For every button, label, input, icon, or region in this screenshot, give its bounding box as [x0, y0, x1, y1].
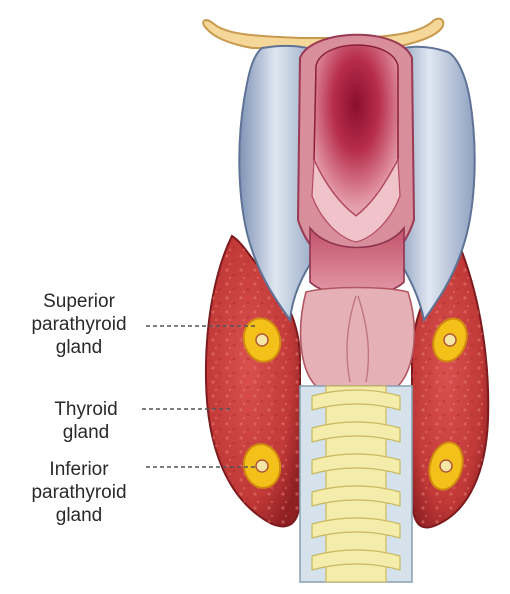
larynx — [298, 35, 414, 266]
trachea — [300, 386, 412, 582]
label-line: gland — [36, 421, 136, 444]
label-line: gland — [14, 336, 144, 359]
label-line: Inferior — [14, 458, 144, 481]
label-thyroid-gland: Thyroid gland — [36, 398, 136, 444]
label-line: gland — [14, 504, 144, 527]
label-line: Thyroid — [36, 398, 136, 421]
label-line: Superior — [14, 290, 144, 313]
label-inferior-parathyroid-gland: Inferior parathyroid gland — [14, 458, 144, 527]
thyroid-isthmus — [301, 288, 415, 387]
label-superior-parathyroid-gland: Superior parathyroid gland — [14, 290, 144, 359]
label-line: parathyroid — [14, 481, 144, 504]
label-line: parathyroid — [14, 313, 144, 336]
